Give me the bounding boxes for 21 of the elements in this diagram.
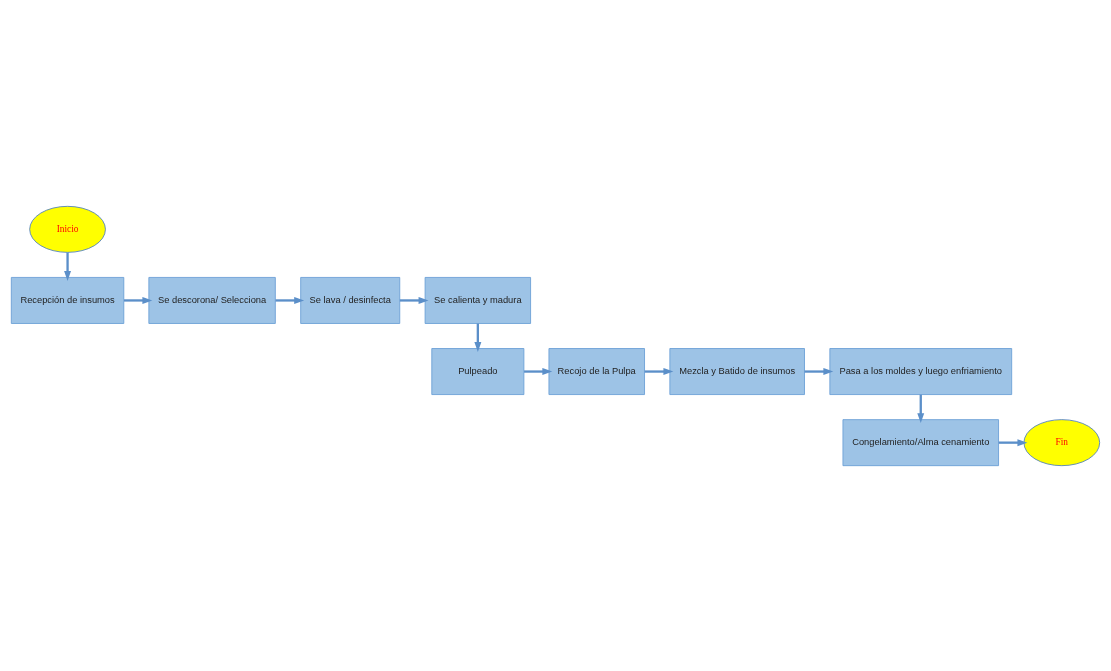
arrow bbox=[998, 438, 1028, 446]
arrow bbox=[644, 367, 674, 375]
node-box: Se lava / desinfecta bbox=[300, 276, 401, 324]
node-box: Mezcla y Batido de insumos bbox=[669, 347, 805, 395]
arrow bbox=[64, 251, 72, 281]
arrow bbox=[524, 367, 553, 375]
arrow bbox=[917, 394, 925, 423]
arrow bbox=[275, 296, 305, 304]
node-ellipse: Inicio bbox=[29, 205, 106, 253]
node-box: Pasa a los moldes y luego enfriamiento bbox=[829, 347, 1013, 395]
node-box: Recepción de insumos bbox=[10, 276, 125, 324]
node-box: Se calienta y madura bbox=[424, 276, 532, 324]
arrow bbox=[399, 296, 429, 304]
node-box: Congelamiento/Alma cenamiento bbox=[842, 418, 999, 466]
node-box: Recojo de la Pulpa bbox=[548, 347, 645, 395]
node-ellipse: Fin bbox=[1023, 418, 1101, 466]
arrow bbox=[474, 323, 482, 352]
node-box: Pulpeado bbox=[431, 347, 525, 395]
node-box: Se descorona/ Selecciona bbox=[148, 276, 276, 324]
arrow bbox=[804, 367, 834, 375]
arrow bbox=[124, 296, 153, 304]
